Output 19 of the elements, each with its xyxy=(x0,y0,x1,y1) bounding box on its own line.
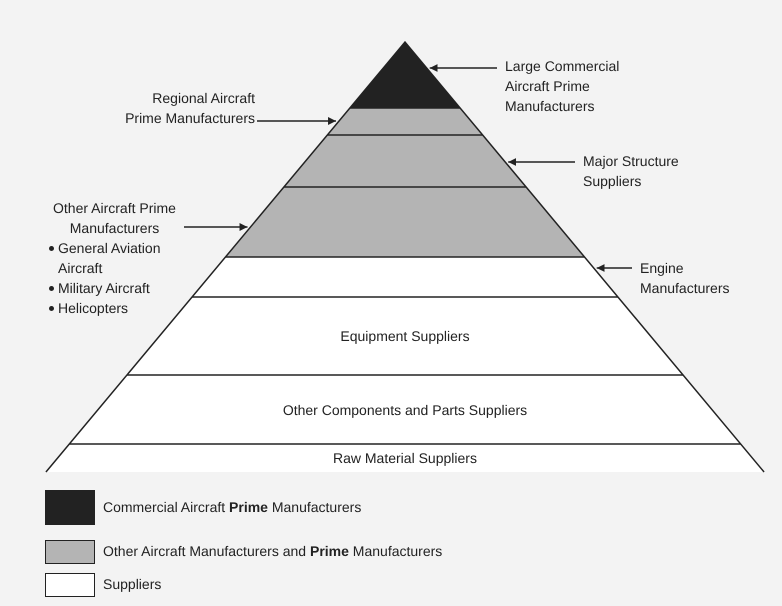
tier-label: Raw Material Suppliers xyxy=(333,450,477,466)
tier-label: Other Components and Parts Suppliers xyxy=(282,402,528,418)
callout-label: Other Aircraft Prime Manufacturers xyxy=(52,199,177,238)
list-item: Military Aircraft xyxy=(49,278,179,298)
tier-label: Equipment Suppliers xyxy=(340,328,470,344)
list-item: Helicopters xyxy=(49,298,179,318)
callout-label: Engine Manufacturers xyxy=(640,259,730,298)
arrow xyxy=(596,264,632,272)
callout-label: Large Commercial Aircraft Prime Manufacturers xyxy=(505,57,620,116)
list-item: General Aviation Aircraft xyxy=(49,238,179,278)
legend-label: Other Aircraft Manufacturers and Prime Manufacturers xyxy=(103,543,442,559)
legend-label: Commercial Aircraft Prime Manufacturers xyxy=(103,498,362,514)
arrow xyxy=(430,64,497,72)
arrow xyxy=(508,158,575,166)
arrow xyxy=(184,223,248,231)
callout-label: Major Structure Suppliers xyxy=(583,152,680,191)
callout-label: Regional Aircraft Prime Manufacturers xyxy=(124,89,255,128)
arrow xyxy=(257,117,336,125)
legend-label: Suppliers xyxy=(103,576,162,592)
